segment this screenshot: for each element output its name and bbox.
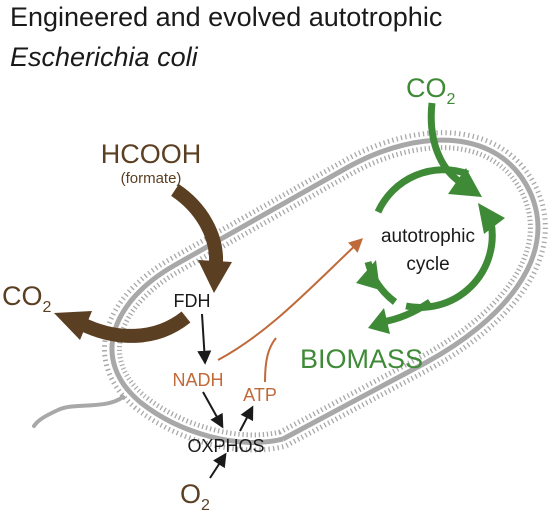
co2-release-arrow (54, 311, 191, 343)
formate-label: (formate) (121, 170, 182, 187)
figure-subtitle: Escherichia coli (10, 42, 198, 72)
formate-uptake-arrow (170, 184, 232, 293)
figure-title: Engineered and evolved autotrophic (10, 2, 443, 32)
flagellum (32, 395, 125, 428)
co2-fixation-arrow (427, 102, 482, 197)
oxphos-label: OXPHOS (187, 436, 264, 456)
hcooh-label: HCOOH (101, 139, 202, 169)
biomass-label: BIOMASS (300, 344, 423, 374)
biomass-arrow (368, 299, 432, 334)
co2-out-label: CO2 (2, 281, 52, 316)
cycle-label-line2: cycle (406, 254, 449, 275)
fdh-to-nadh-arrow (197, 313, 212, 365)
oxphos-to-atp-arrow (239, 405, 254, 432)
fdh-label: FDH (174, 291, 211, 311)
cell-membrane (102, 130, 548, 453)
o2-to-oxphos-arrow (209, 452, 227, 479)
nadh-to-oxphos-arrow (202, 391, 224, 429)
cycle-label-line1: autotrophic (381, 226, 475, 247)
o2-label: O2 (180, 479, 210, 513)
co2-in-label: CO2 (406, 73, 456, 108)
energy-supply-arrow (217, 238, 364, 383)
nadh-label: NADH (172, 370, 223, 390)
atp-label: ATP (243, 385, 277, 405)
